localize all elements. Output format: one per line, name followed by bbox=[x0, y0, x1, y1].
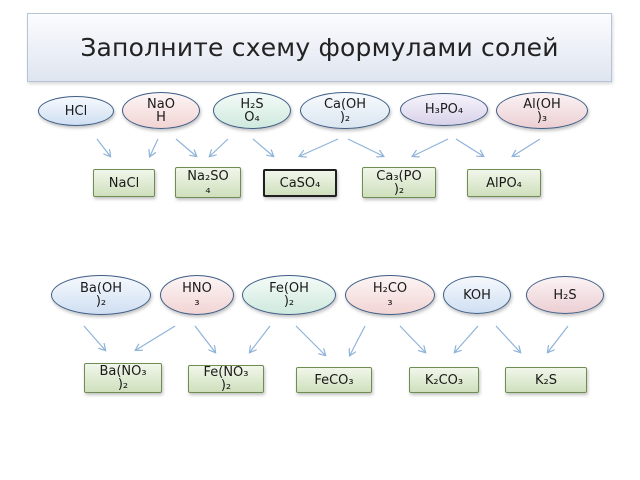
oval-aloh3: Al(OH )₃ bbox=[496, 92, 588, 129]
salt-caso4: CaSO₄ bbox=[263, 169, 337, 197]
arrow bbox=[150, 138, 159, 156]
arrow bbox=[175, 138, 196, 156]
arrow bbox=[295, 325, 325, 355]
salt-ca3po2: Ca₃(PO )₂ bbox=[362, 167, 436, 198]
arrow bbox=[136, 325, 176, 350]
oval-koh: KOH bbox=[443, 276, 511, 314]
arrow bbox=[300, 138, 339, 156]
salt-alpo4: AlPO₄ bbox=[467, 169, 541, 197]
salt-feco3: FeCO₃ bbox=[296, 367, 372, 393]
arrow bbox=[455, 325, 479, 352]
oval-naoh: NaO H bbox=[122, 92, 200, 129]
oval-hcl: HCl bbox=[38, 96, 114, 126]
arrow bbox=[194, 325, 215, 352]
oval-h2so4: H₂S O₄ bbox=[213, 92, 291, 129]
arrow bbox=[96, 138, 110, 156]
arrow bbox=[513, 138, 541, 156]
oval-h2co3: H₂CO ₃ bbox=[345, 275, 435, 315]
salt-na2so4: Na₂SO ₄ bbox=[175, 167, 241, 198]
salt-nacl: NaCl bbox=[93, 169, 155, 197]
arrow bbox=[347, 138, 383, 156]
salt-k2s: K₂S bbox=[505, 367, 587, 393]
title-box: Заполните схему формулами солей bbox=[27, 13, 612, 82]
oval-h2s: H₂S bbox=[526, 276, 604, 314]
arrow bbox=[455, 138, 483, 156]
salt-feno3: Fe(NO₃ )₂ bbox=[188, 365, 264, 393]
oval-baoh2: Ba(OH )₂ bbox=[51, 275, 151, 315]
page-title: Заполните схему формулами солей bbox=[80, 33, 559, 62]
arrow bbox=[495, 325, 520, 352]
arrow bbox=[548, 325, 569, 352]
arrow bbox=[399, 325, 425, 352]
oval-feoh2: Fe(OH )₂ bbox=[242, 275, 336, 315]
salt-k2co3: K₂CO₃ bbox=[409, 367, 479, 393]
salt-bano3: Ba(NO₃ )₂ bbox=[84, 363, 162, 393]
oval-hno3: HNO ₃ bbox=[160, 275, 234, 315]
arrow bbox=[83, 325, 105, 350]
arrow bbox=[250, 325, 271, 352]
oval-caoh2: Ca(OH )₂ bbox=[300, 92, 390, 129]
oval-h3po4: H₃PO₄ bbox=[400, 93, 488, 126]
arrow bbox=[350, 325, 366, 355]
arrow bbox=[210, 138, 229, 156]
arrow bbox=[413, 138, 449, 156]
arrow bbox=[252, 138, 273, 156]
